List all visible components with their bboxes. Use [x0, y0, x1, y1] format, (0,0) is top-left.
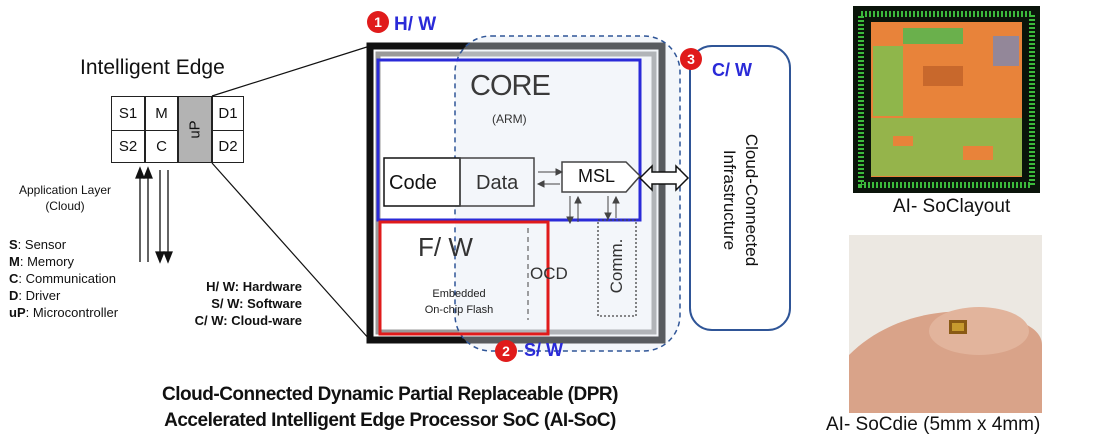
code-box [383, 157, 461, 207]
data-box [459, 157, 535, 207]
core-label: CORE [470, 70, 551, 102]
fw-label: F/ W [418, 232, 473, 262]
app-layer-line1: Application Layer [18, 183, 112, 197]
legend-driver: D: Driver [9, 288, 61, 303]
soc-layout-image [853, 6, 1040, 193]
cell-d2: D2 [212, 130, 244, 163]
fw-box [378, 220, 550, 336]
legend-communication: C: Communication [9, 271, 116, 286]
label-hw: H/ W [394, 14, 437, 35]
component-legend: S: Sensor M: Memory C: Communication D: … [9, 236, 118, 321]
badge-sw: 2 [495, 340, 517, 362]
ocd-label: OCD [530, 264, 568, 283]
zoom-line-bottom [211, 162, 371, 341]
data-label: Data [476, 172, 519, 194]
cell-d1: D1 [212, 96, 244, 131]
zoom-line-top [211, 45, 371, 97]
cell-s2: S2 [111, 130, 145, 163]
legend-memory: M: Memory [9, 254, 75, 269]
flash-line2: On-chip Flash [424, 304, 494, 316]
ware-hw: H/ W: Hardware [206, 279, 302, 294]
label-cw: C/ W [712, 60, 752, 80]
soc-diagram [135, 35, 791, 352]
cell-up: uP [178, 96, 212, 163]
msl-label: MSL [578, 166, 616, 186]
comm-label: Comm. [607, 238, 626, 294]
cell-c: C [145, 130, 178, 163]
msl-box [561, 161, 642, 193]
app-layer-label: Application Layer (Cloud) [10, 182, 120, 214]
badge-cw: 3 [680, 48, 702, 70]
legend-sensor: S: Sensor [9, 237, 67, 252]
cloud-infra-line2: Infrastructure [720, 149, 739, 251]
flash-line1: Embedded [432, 288, 486, 300]
core-box [376, 58, 642, 222]
edge-title: Intelligent Edge [80, 56, 225, 79]
soc-die-photo [849, 235, 1042, 413]
caption-line1: Cloud-Connected Dynamic Partial Replacea… [162, 384, 618, 405]
cloud-infra-label: Cloud-Connected Infrastructure [718, 134, 762, 266]
msl-cloud-double-arrow [638, 164, 690, 192]
caption: Cloud-Connected Dynamic Partial Replacea… [120, 382, 660, 434]
ware-legend: H/ W: Hardware S/ W: Software C/ W: Clou… [176, 278, 302, 329]
cloud-infra-line1: Cloud-Connected [742, 133, 761, 267]
updown-arrows [135, 166, 173, 264]
comm-box [597, 219, 637, 317]
caption-line2: Accelerated Intelligent Edge Processor S… [164, 410, 616, 431]
cloud-infra-box [689, 45, 791, 331]
cell-m: M [145, 96, 178, 131]
label-sw: S/ W [524, 340, 563, 360]
app-layer-line2: (Cloud) [45, 199, 85, 213]
die-caption: AI- SoCdie (5mm x 4mm) [826, 414, 1041, 435]
layout-caption: AI- SoClayout [893, 196, 1011, 217]
flash-label: Embedded On-chip Flash [396, 286, 522, 318]
ware-sw: S/ W: Software [211, 296, 302, 311]
code-label: Code [389, 172, 437, 194]
legend-microcontroller: uP: Microcontroller [9, 305, 119, 320]
core-sub-label: (ARM) [492, 112, 527, 126]
ware-cw: C/ W: Cloud-ware [194, 313, 302, 328]
badge-hw: 1 [367, 11, 389, 33]
